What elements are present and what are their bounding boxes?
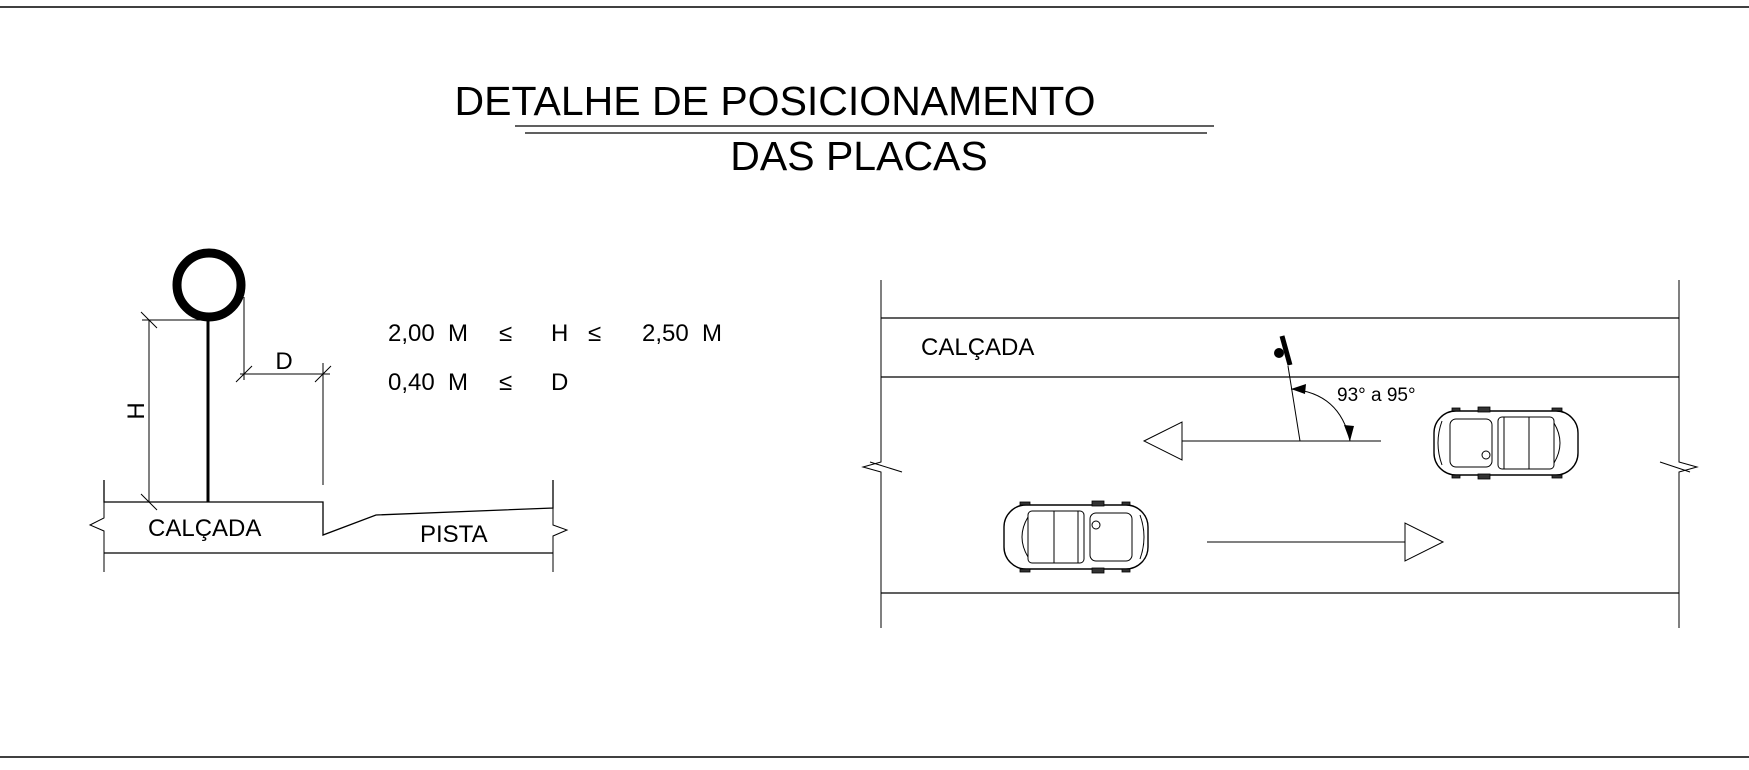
car-lower-icon: [1003, 500, 1149, 574]
angle-arrowhead-bottom: [1344, 425, 1354, 441]
plan-left-break-stub: [869, 461, 903, 473]
angle-label: 93° a 95°: [1337, 385, 1416, 406]
rule-2-min: 0,40 M: [388, 369, 468, 396]
plan-right-edge: [1678, 280, 1699, 628]
h-tick-top: [140, 311, 158, 329]
plan-right-break-stub: [1659, 461, 1691, 473]
angle-arrowhead-top: [1291, 384, 1306, 394]
rule-1-min: 2,00 M: [388, 320, 468, 347]
rule-1-sym1: ≤: [499, 320, 512, 347]
traffic-arrow-right: [1207, 522, 1445, 562]
plan-view: CALÇADA 93° a 95°: [861, 280, 1699, 628]
rule-1-sym2: ≤: [588, 320, 601, 347]
rule-1-max: 2,50 M: [642, 320, 722, 347]
height-rules: 2,00 M ≤ H ≤ 2,50 M 0,40 M ≤ D: [388, 320, 722, 396]
rule-2-var: D: [551, 369, 568, 396]
d-tick-left: [235, 365, 253, 383]
section-calcada-label: CALÇADA: [148, 515, 261, 542]
rule-1-var: H: [551, 320, 568, 347]
title-block: DETALHE DE POSICIONAMENTO DAS PLACAS: [455, 78, 1214, 179]
break-mark-right: [552, 508, 569, 553]
h-label: H: [123, 402, 150, 419]
title-line-1: DETALHE DE POSICIONAMENTO: [455, 78, 1096, 124]
car-upper-icon: [1433, 406, 1579, 480]
d-label: D: [275, 348, 292, 375]
angle-ref-line: [1287, 365, 1301, 442]
plan-left-edge: [861, 280, 882, 628]
title-line-2: DAS PLACAS: [730, 133, 988, 179]
sign-plate-icon: [172, 248, 246, 322]
plan-sign-icon: [1274, 335, 1293, 366]
d-tick-right: [314, 365, 332, 383]
rule-2-sym1: ≤: [499, 369, 512, 396]
traffic-arrow-left: [1142, 421, 1381, 461]
break-mark-left: [88, 502, 105, 553]
plan-calcada-label: CALÇADA: [921, 334, 1034, 361]
section-view: H D CALÇADA PISTA: [88, 248, 569, 572]
section-pista-label: PISTA: [420, 521, 488, 548]
